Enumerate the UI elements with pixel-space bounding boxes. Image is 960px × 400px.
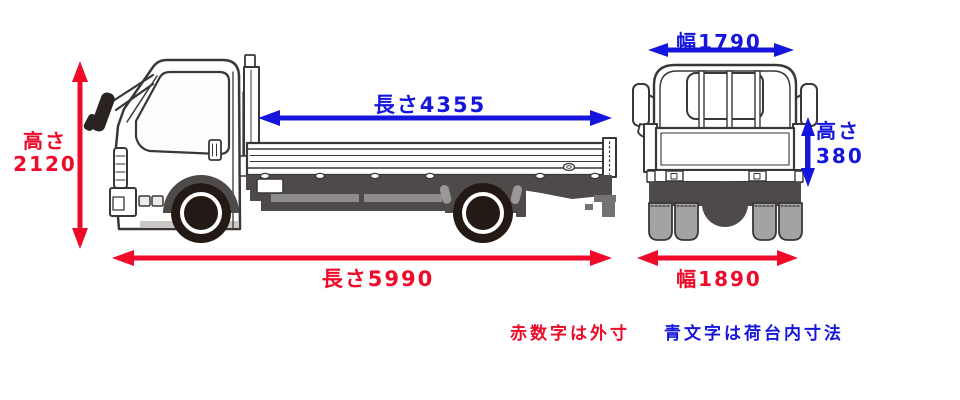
overall-length-arrow <box>112 250 612 266</box>
door-handle <box>208 139 222 161</box>
overall-width-arrow <box>637 250 798 266</box>
bed-inner-length-arrow <box>258 110 612 126</box>
rear-undercarriage <box>649 181 801 227</box>
bed-inner-height-arrow <box>801 117 815 187</box>
truck-side-view <box>83 54 617 243</box>
overall-height-value: 2120 <box>13 152 77 176</box>
overall-width-label: 幅1890 <box>676 267 762 291</box>
bed-side-panel <box>245 141 614 177</box>
headlight <box>113 147 128 189</box>
overall-height-label: 高さ 2120 <box>13 130 77 176</box>
legend-red-note: 赤数字は外寸 <box>510 324 630 344</box>
bed-inner-width-arrow <box>648 43 794 57</box>
rear-window <box>686 72 764 120</box>
truck-rear-view <box>632 63 818 241</box>
front-wheel <box>171 183 231 243</box>
cab-window <box>134 70 231 156</box>
bed-inner-width-label: 幅1790 <box>676 30 762 54</box>
bed-inner-height-value: 380 <box>816 144 864 168</box>
differential-hump <box>702 181 748 227</box>
rear-sill <box>646 169 804 183</box>
chassis <box>163 162 616 221</box>
side-mirror <box>83 73 155 132</box>
overall-length-label: 長さ5990 <box>321 267 435 291</box>
front-wheel-arch <box>163 175 239 213</box>
overall-height-arrow <box>72 61 88 249</box>
legend-blue-note: 青文字は荷台内寸法 <box>664 324 844 344</box>
rear-dual-wheels <box>648 202 803 241</box>
flatbed <box>239 54 617 178</box>
cab <box>109 58 244 231</box>
bed-inner-height-label-text: 高さ <box>816 119 860 143</box>
rear-wheel-arch <box>445 175 521 213</box>
bed-inner-height-label: 高さ 380 <box>816 119 864 169</box>
rear-wheel <box>453 183 513 243</box>
front-bumper <box>109 187 137 217</box>
overall-height-label-text: 高さ <box>22 129 67 153</box>
tailgate <box>643 123 807 173</box>
bed-inner-length-label: 長さ4355 <box>373 93 487 117</box>
dimension-arrows <box>72 43 815 266</box>
